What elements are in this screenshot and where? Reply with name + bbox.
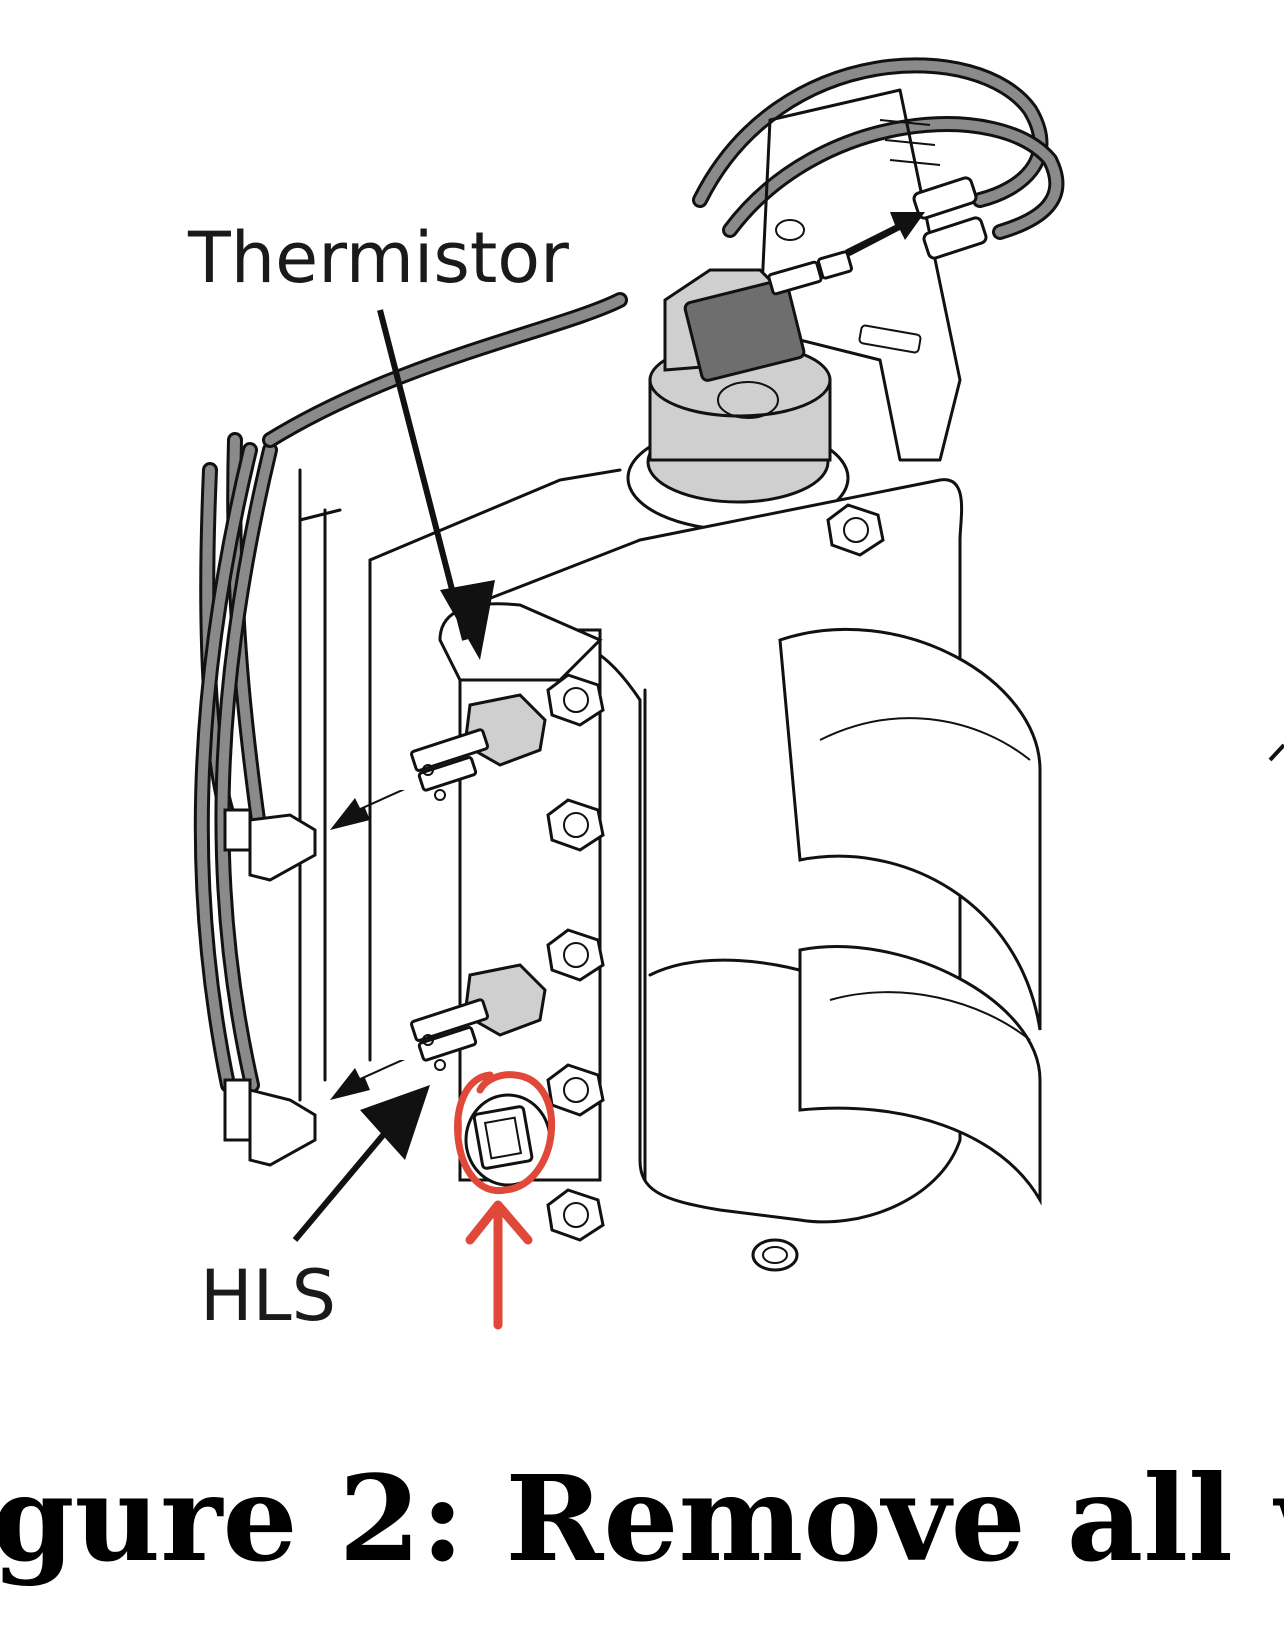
hls-sensor xyxy=(410,963,547,1071)
top-switch-wires xyxy=(692,57,1065,240)
bolt-6 xyxy=(826,503,885,557)
bolt-2 xyxy=(546,798,605,852)
heater-body xyxy=(458,478,1042,1272)
red-annotation xyxy=(454,1071,556,1330)
bolt-1 xyxy=(546,673,605,727)
high-limit-switch xyxy=(626,250,853,532)
partial-arrow-right-edge xyxy=(1268,743,1284,762)
enclosure-frame xyxy=(298,468,622,1102)
bolt-4 xyxy=(546,1063,605,1117)
bolt-5 xyxy=(546,1188,605,1242)
bolt-3 xyxy=(546,928,605,982)
top-disconnect-arrow xyxy=(845,212,925,256)
manifold-column xyxy=(438,602,603,1182)
thermistor-sensor xyxy=(410,693,547,801)
figure-caption: gure 2: Remove all wires f xyxy=(0,1449,1284,1588)
hls-pointer-arrow xyxy=(292,1085,430,1242)
thermistor-pointer-arrow xyxy=(377,309,495,660)
drain-plug xyxy=(464,1093,552,1187)
left-wire-bundle xyxy=(193,292,628,1093)
left-connectors xyxy=(223,808,317,1167)
disconnect-arrows xyxy=(330,790,405,1100)
wire-terminals-top xyxy=(912,176,988,260)
thermistor-label: Thermistor xyxy=(187,217,569,299)
hls-label: HLS xyxy=(200,1255,336,1337)
bolts xyxy=(546,503,885,1242)
